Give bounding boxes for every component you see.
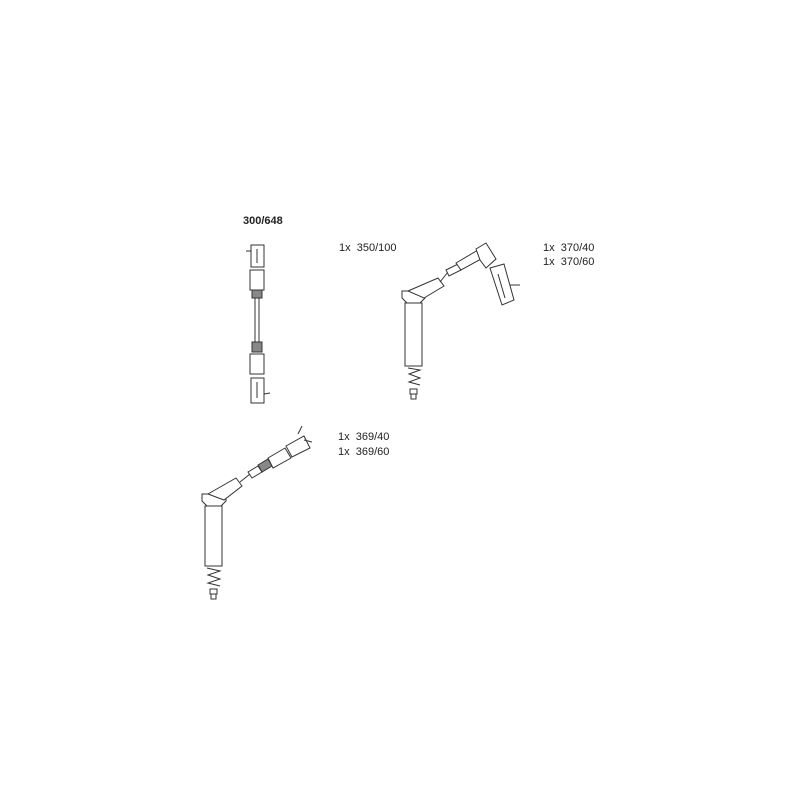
- kit-number: 300/648: [243, 215, 283, 227]
- part-label-369-60: 1x 369/60: [338, 446, 390, 458]
- part-label-370-60: 1x 370/60: [543, 256, 595, 268]
- part-label-350-100: 1x 350/100: [339, 242, 397, 254]
- cable-370-drawing: [401, 242, 520, 400]
- cable-369-drawing: [201, 425, 313, 600]
- cable-350-100-drawing: [246, 244, 271, 404]
- part-label-370-40: 1x 370/40: [543, 242, 595, 254]
- part-label-369-40: 1x 369/40: [338, 431, 390, 443]
